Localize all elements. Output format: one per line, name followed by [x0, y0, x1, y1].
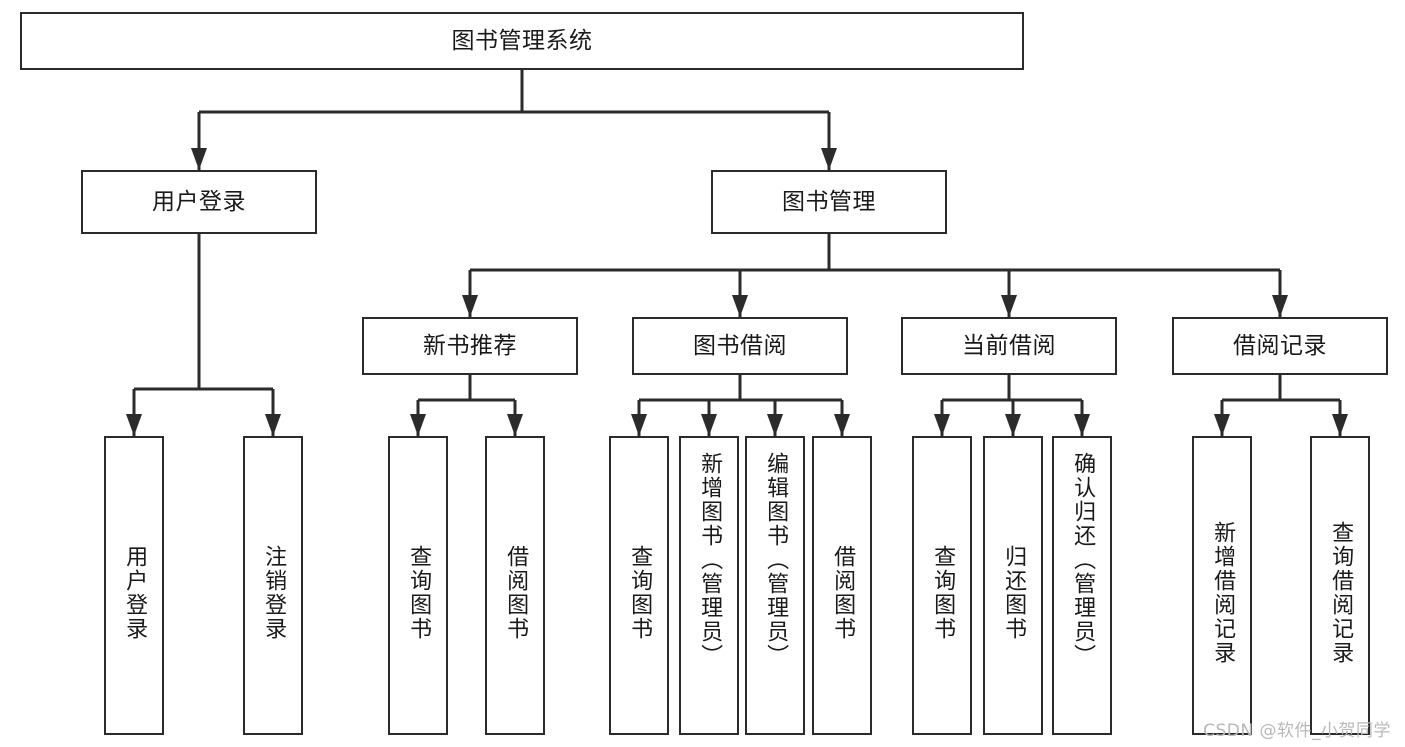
node-leaf-query-record[interactable]: 查询借阅记录 — [1310, 436, 1370, 735]
node-borrow-record[interactable]: 借阅记录 — [1172, 317, 1388, 375]
node-label: 借阅图书 — [503, 544, 529, 641]
node-label: 查询借阅记录 — [1328, 520, 1354, 665]
node-label: 归还图书 — [1001, 544, 1027, 641]
node-leaf-confirm-return[interactable]: 确认归还（管理员） — [1052, 436, 1112, 735]
node-label: 编辑图书（管理员） — [763, 452, 789, 668]
node-leaf-query-book-1[interactable]: 查询图书 — [388, 436, 448, 735]
node-label: 新增借阅记录 — [1210, 520, 1236, 665]
node-current-borrow[interactable]: 当前借阅 — [901, 317, 1117, 375]
node-label: 新书推荐 — [423, 332, 517, 359]
node-label: 确认归还（管理员） — [1070, 452, 1096, 668]
node-leaf-borrow-book-2[interactable]: 借阅图书 — [812, 436, 872, 735]
node-leaf-return-book[interactable]: 归还图书 — [983, 436, 1043, 735]
node-label: 当前借阅 — [962, 332, 1056, 359]
node-label: 查询图书 — [627, 544, 653, 641]
node-label: 图书管理 — [782, 188, 876, 215]
node-book-borrow[interactable]: 图书借阅 — [632, 317, 848, 375]
node-leaf-add-book[interactable]: 新增图书（管理员） — [679, 436, 739, 735]
node-label: 图书借阅 — [693, 332, 787, 359]
node-leaf-query-book-2[interactable]: 查询图书 — [609, 436, 669, 735]
node-book-manage[interactable]: 图书管理 — [711, 170, 947, 234]
node-leaf-borrow-book-1[interactable]: 借阅图书 — [485, 436, 545, 735]
node-label: 图书管理系统 — [451, 27, 593, 54]
node-leaf-query-book-3[interactable]: 查询图书 — [912, 436, 972, 735]
node-new-book-rec[interactable]: 新书推荐 — [362, 317, 578, 375]
node-root[interactable]: 图书管理系统 — [20, 12, 1024, 70]
node-leaf-edit-book[interactable]: 编辑图书（管理员） — [745, 436, 805, 735]
node-user-login[interactable]: 用户登录 — [81, 170, 317, 234]
watermark-text: CSDN @软件_小贺同学 — [1203, 721, 1391, 741]
node-leaf-add-record[interactable]: 新增借阅记录 — [1192, 436, 1252, 735]
node-label: 借阅记录 — [1233, 332, 1327, 359]
node-leaf-user-logout[interactable]: 注销登录 — [243, 436, 303, 735]
node-label: 查询图书 — [930, 544, 956, 641]
node-label: 注销登录 — [261, 544, 287, 641]
node-label: 查询图书 — [406, 544, 432, 641]
node-label: 借阅图书 — [830, 544, 856, 641]
node-leaf-user-login[interactable]: 用户登录 — [104, 436, 164, 735]
node-label: 用户登录 — [122, 544, 148, 641]
node-label: 用户登录 — [152, 188, 246, 215]
node-label: 新增图书（管理员） — [697, 452, 723, 668]
